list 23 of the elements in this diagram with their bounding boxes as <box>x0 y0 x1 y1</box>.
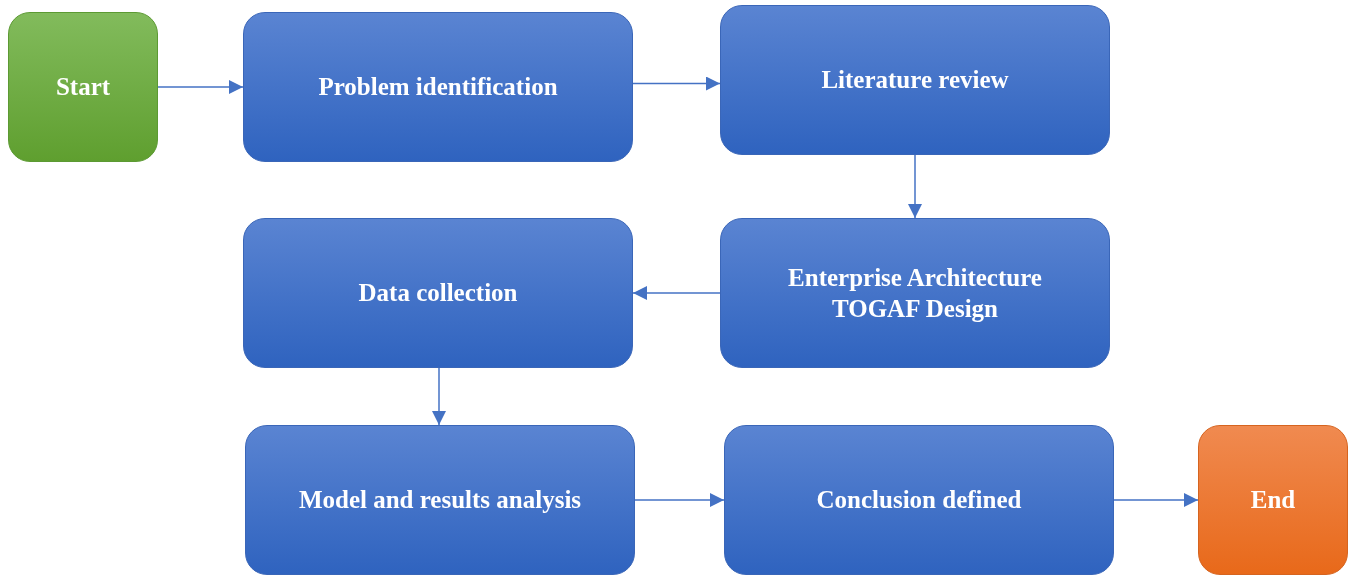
process-box <box>724 425 1114 575</box>
step-label: Literature review <box>821 65 1009 96</box>
arrow <box>1113 493 1199 507</box>
start-terminal <box>8 12 158 162</box>
process-box <box>243 218 633 368</box>
arrow <box>634 493 725 507</box>
arrow <box>632 286 721 300</box>
step-label: End <box>1250 485 1296 516</box>
arrow <box>432 367 446 426</box>
step-label: Model and results analysis <box>298 485 582 516</box>
arrow <box>632 76 721 91</box>
process-box <box>720 5 1110 155</box>
arrow <box>908 154 922 219</box>
step-label: Enterprise Architecture TOGAF Design <box>787 262 1043 324</box>
step-label: Data collection <box>358 278 518 309</box>
step-label: Conclusion defined <box>816 485 1022 516</box>
arrow <box>157 80 244 94</box>
process-box <box>720 218 1110 368</box>
process-box <box>245 425 635 575</box>
step-label: Problem identification <box>318 72 558 103</box>
end-terminal <box>1198 425 1348 575</box>
step-label: Start <box>55 72 111 103</box>
process-box <box>243 12 633 162</box>
